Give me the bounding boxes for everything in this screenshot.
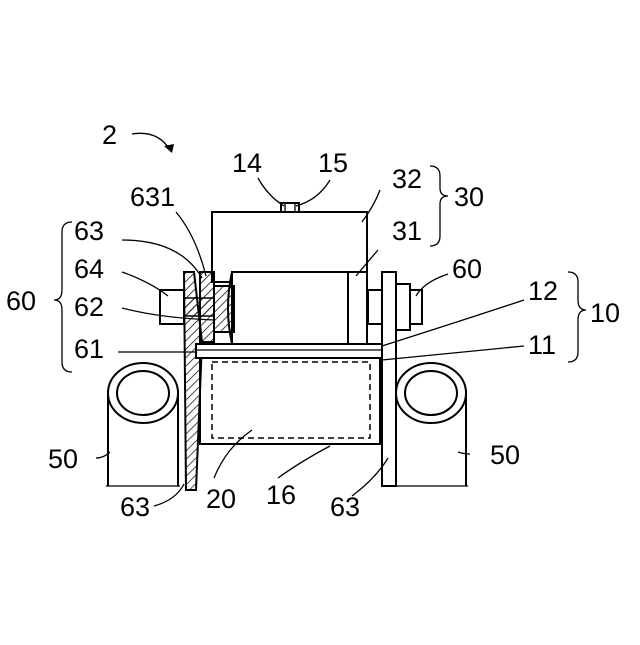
label-12: 12	[528, 276, 558, 306]
label-631: 631	[130, 182, 175, 212]
bracket-10	[568, 272, 586, 362]
label-50-left: 50	[48, 444, 78, 474]
roller-31	[228, 272, 367, 344]
label-31: 31	[392, 216, 422, 246]
label-30: 30	[454, 182, 484, 212]
label-63-bottom-left: 63	[120, 492, 150, 522]
label-2: 2	[102, 120, 117, 150]
label-60-right: 60	[452, 254, 482, 284]
label-63-top: 63	[74, 216, 104, 246]
label-32: 32	[392, 164, 422, 194]
label-10: 10	[590, 298, 620, 328]
label-20: 20	[206, 484, 236, 514]
label-61: 61	[74, 334, 104, 364]
assembly-arrow	[132, 133, 174, 153]
right-plate-63	[382, 272, 396, 486]
tube-50-right	[394, 363, 468, 486]
label-50-right: 50	[490, 440, 520, 470]
bolt-60-right	[368, 284, 422, 330]
label-64: 64	[74, 254, 104, 284]
base-11-12	[196, 344, 382, 358]
label-60-left: 60	[6, 286, 36, 316]
label-62: 62	[74, 292, 104, 322]
tube-50-left	[106, 363, 180, 486]
nut-62	[214, 286, 234, 332]
label-14: 14	[232, 148, 262, 178]
label-16: 16	[266, 480, 296, 510]
label-63-bottom-right: 63	[330, 492, 360, 522]
bracket-30	[430, 166, 448, 246]
bracket-60	[54, 222, 72, 372]
label-15: 15	[318, 148, 348, 178]
body-20	[200, 358, 380, 444]
screw-14-15	[281, 203, 299, 212]
label-11: 11	[528, 330, 556, 360]
